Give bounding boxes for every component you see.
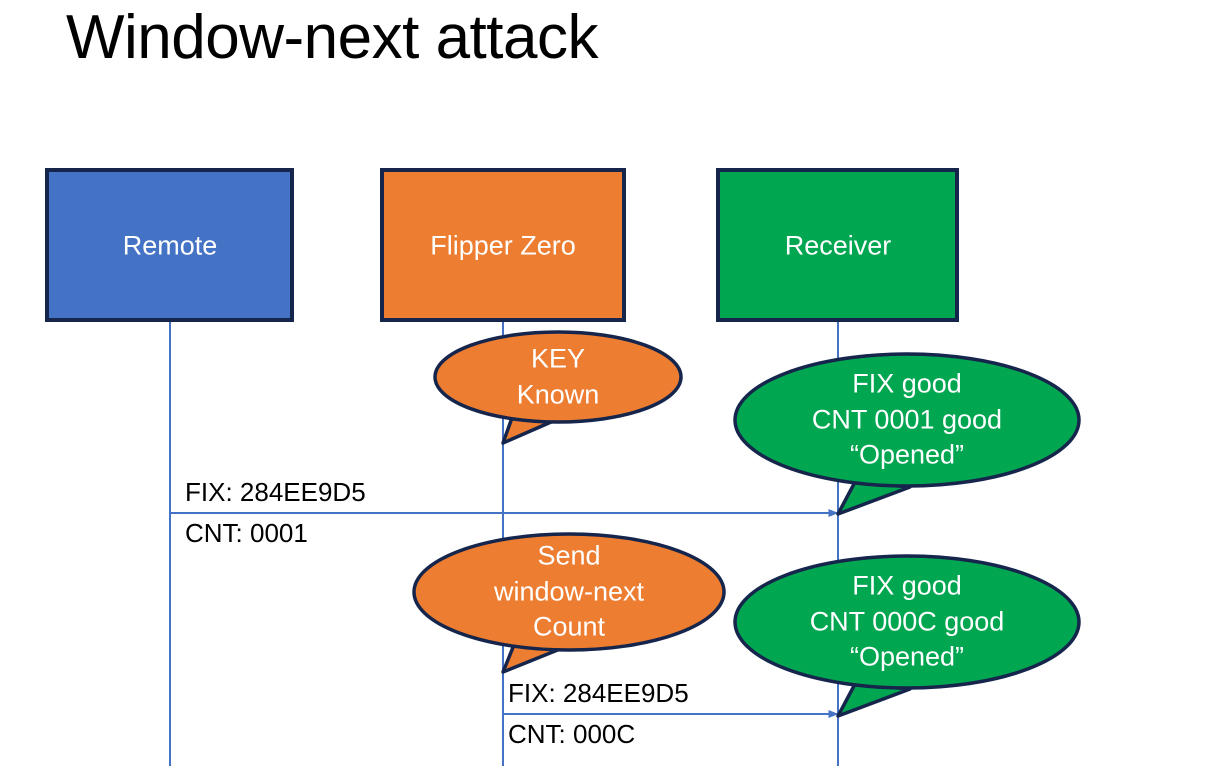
callout-label-receiver-ack-1: FIX good CNT 0001 good “Opened” <box>812 367 1002 474</box>
callout-line: CNT 000C good <box>809 606 1005 637</box>
callout-line: Send <box>537 540 601 571</box>
actor-label-remote: Remote <box>122 230 218 261</box>
callout-line: Count <box>532 611 606 642</box>
actor-box-remote[interactable] <box>45 168 294 322</box>
callout-line: “Opened” <box>849 641 965 672</box>
callout-key-known[interactable] <box>433 330 683 445</box>
actor-box-flipper[interactable] <box>380 168 626 322</box>
actor-label-receiver: Receiver <box>784 230 892 261</box>
callout-body-key-known <box>433 330 683 424</box>
message-2-label-above: FIX: 284EE9D5 <box>508 678 689 708</box>
message-arrows <box>170 509 839 718</box>
callout-send-window-next[interactable] <box>412 532 726 674</box>
callout-receiver-ack-2[interactable] <box>733 554 1081 718</box>
page-title: Window-next attack <box>66 3 599 72</box>
message-2-label-below: CNT: 000C <box>508 719 636 749</box>
callout-receiver-ack-1[interactable] <box>733 352 1081 516</box>
actor-box-receiver[interactable] <box>716 168 959 322</box>
callout-line: KEY <box>530 343 586 374</box>
callout-line: CNT 0001 good <box>811 404 1003 435</box>
callout-body-receiver-ack-2 <box>733 554 1081 690</box>
message-1-label-below: CNT: 0001 <box>185 518 308 548</box>
callout-line: “Opened” <box>849 439 965 470</box>
message-1-label-above: FIX: 284EE9D5 <box>185 477 366 507</box>
callout-line: window-next <box>493 576 645 607</box>
callout-body-send-window-next <box>412 532 726 652</box>
callout-line: Known <box>516 379 600 409</box>
callout-label-key-known: KEY Known <box>517 341 600 412</box>
callout-label-receiver-ack-2: FIX good CNT 000C good “Opened” <box>810 569 1005 676</box>
actor-label-flipper: Flipper Zero <box>430 230 576 261</box>
actor-boxes <box>45 168 959 322</box>
callout-line: FIX good <box>852 570 962 601</box>
callout-label-send-window-next: Send window-next Count <box>494 539 644 646</box>
callout-line: FIX good <box>852 368 962 399</box>
callout-body-receiver-ack-1 <box>733 352 1081 488</box>
